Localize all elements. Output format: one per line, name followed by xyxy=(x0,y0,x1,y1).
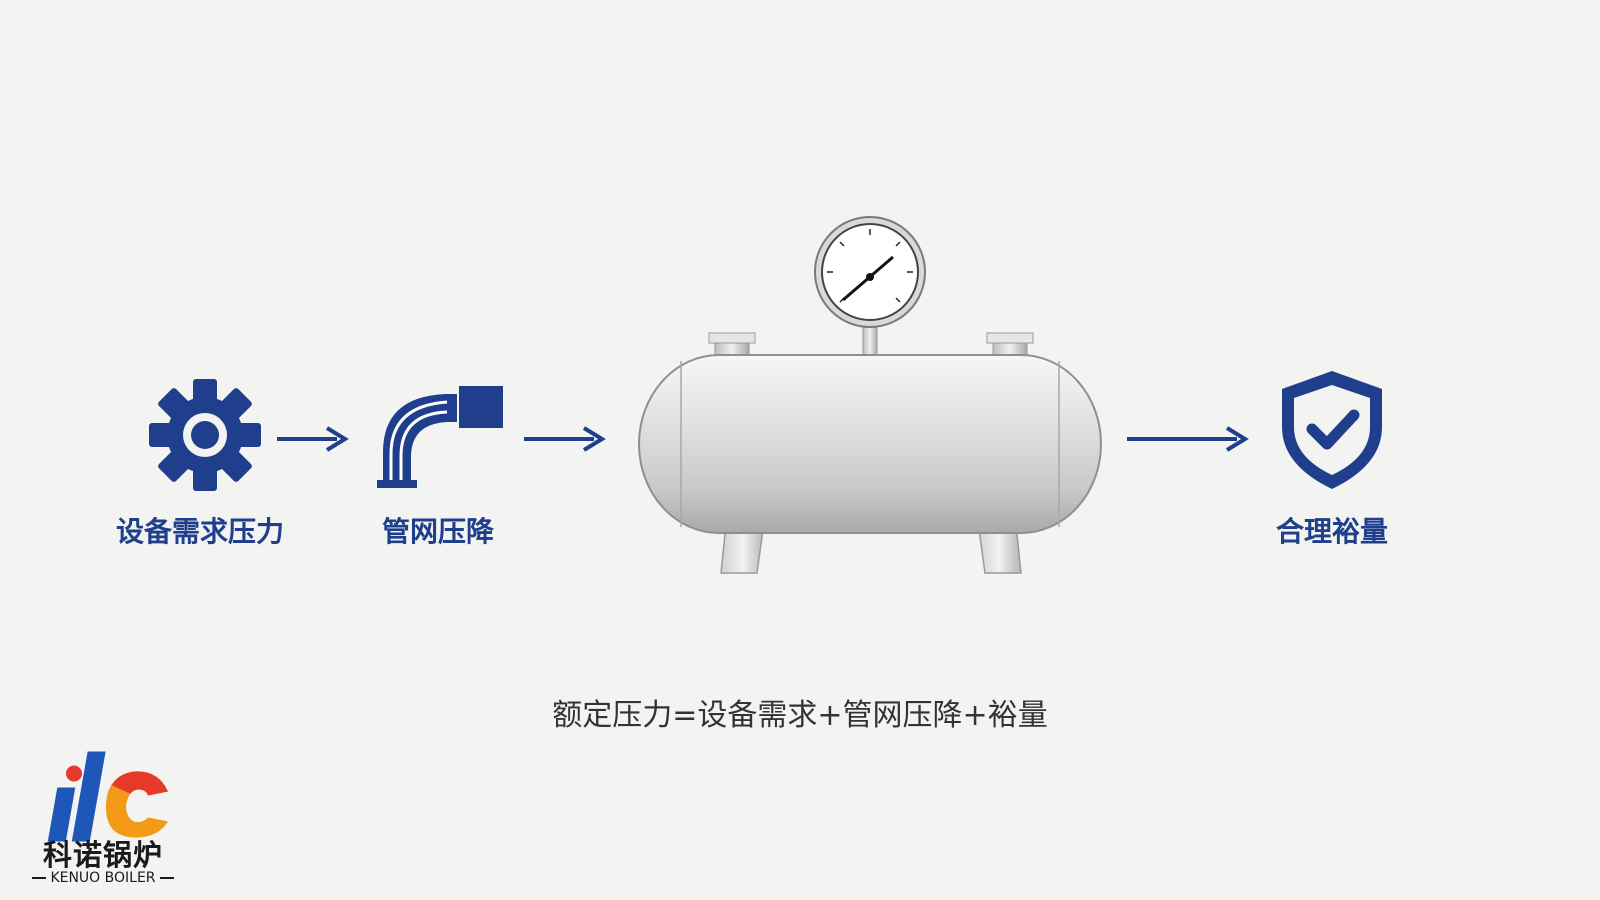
shield-check-icon xyxy=(1282,371,1382,489)
kenuo-logo-icon xyxy=(47,751,168,842)
gear-icon xyxy=(149,379,261,491)
pipe-elbow-icon xyxy=(377,386,503,488)
step-label-device-pressure: 设备需求压力 xyxy=(115,515,285,548)
step-label-reasonable-margin: 合理裕量 xyxy=(1275,515,1389,548)
arrow-right-icon xyxy=(277,426,349,452)
logo-name-en: KENUO BOILER xyxy=(18,870,188,886)
formula-text: 额定压力=设备需求+管网压降+裕量 xyxy=(552,698,1048,733)
arrow-right-icon xyxy=(524,426,606,452)
logo-name-cn: 科诺锅炉 xyxy=(42,838,163,872)
step-label-pipe-pressure-drop: 管网压降 xyxy=(381,515,495,548)
pressure-tank-icon xyxy=(638,216,1102,574)
arrow-right-icon xyxy=(1127,426,1249,452)
logo-name-en-text: KENUO BOILER xyxy=(50,870,156,886)
